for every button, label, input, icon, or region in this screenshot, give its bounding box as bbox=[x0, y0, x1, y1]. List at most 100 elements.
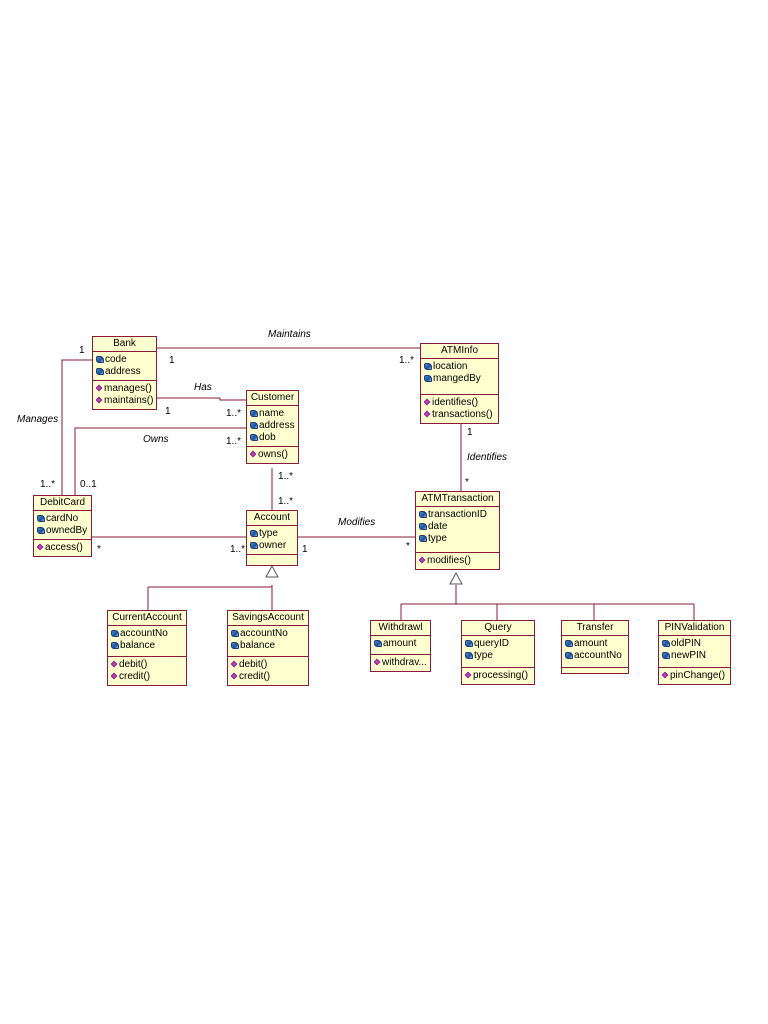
attribute-icon bbox=[565, 639, 573, 647]
class-name: Withdrawl bbox=[371, 621, 430, 636]
operations: pinChange() bbox=[659, 668, 730, 684]
operation-icon bbox=[662, 671, 669, 679]
attribute-icon bbox=[250, 529, 258, 537]
class-account[interactable]: Account type owner bbox=[246, 510, 298, 566]
attribute-icon bbox=[37, 514, 45, 522]
attributes: accountNo balance bbox=[228, 626, 308, 657]
multiplicity-bank-has: 1 bbox=[165, 406, 171, 417]
attribute-icon bbox=[465, 639, 473, 647]
operations: withdrav... bbox=[371, 655, 430, 671]
attribute-icon bbox=[250, 433, 258, 441]
class-name: Bank bbox=[93, 337, 156, 352]
attributes: queryID type bbox=[462, 636, 534, 668]
class-query[interactable]: Query queryID type processing() bbox=[461, 620, 535, 685]
operations: owns() bbox=[247, 447, 298, 463]
operations bbox=[247, 555, 297, 559]
manages-association bbox=[61, 359, 92, 495]
attributes: oldPIN newPIN bbox=[659, 636, 730, 668]
operations: debit() credit() bbox=[108, 657, 186, 685]
attributes: amount bbox=[371, 636, 430, 655]
class-atminfo[interactable]: ATMInfo location mangedBy identifies() t… bbox=[420, 343, 499, 424]
class-currentaccount[interactable]: CurrentAccount accountNo balance debit()… bbox=[107, 610, 187, 686]
operation-icon bbox=[231, 672, 238, 680]
attribute-icon bbox=[419, 534, 427, 542]
attribute-icon bbox=[250, 409, 258, 417]
class-transfer[interactable]: Transfer amount accountNo bbox=[561, 620, 629, 674]
multiplicity-customer-account: 1..* bbox=[278, 471, 294, 482]
operation-icon bbox=[465, 671, 472, 679]
class-customer[interactable]: Customer name address dob owns() bbox=[246, 390, 299, 464]
multiplicity-customer-has: 1..* bbox=[226, 408, 242, 419]
class-name: Account bbox=[247, 511, 297, 526]
operation-icon bbox=[250, 450, 257, 458]
class-name: Query bbox=[462, 621, 534, 636]
operation-icon bbox=[424, 398, 431, 406]
operation-icon bbox=[419, 556, 426, 564]
attribute-icon bbox=[374, 639, 382, 647]
attribute-icon bbox=[231, 629, 239, 637]
attribute-icon bbox=[465, 651, 473, 659]
attribute-icon bbox=[250, 421, 258, 429]
atmtransaction-inheritance-triangle bbox=[449, 571, 463, 585]
class-withdrawl[interactable]: Withdrawl amount withdrav... bbox=[370, 620, 431, 672]
attributes: code address bbox=[93, 352, 156, 381]
class-debitcard[interactable]: DebitCard cardNo ownedBy access() bbox=[33, 495, 92, 557]
attribute-icon bbox=[111, 641, 119, 649]
attribute-icon bbox=[662, 639, 670, 647]
operation-icon bbox=[111, 660, 118, 668]
operations bbox=[562, 668, 628, 672]
operations: debit() credit() bbox=[228, 657, 308, 685]
association-label-maintains: Maintains bbox=[268, 329, 311, 340]
association-label-identifies: Identifies bbox=[467, 452, 508, 463]
class-name: Customer bbox=[247, 391, 298, 406]
multiplicity-atminfo-identifies: 1 bbox=[467, 427, 473, 438]
attributes: location mangedBy bbox=[421, 359, 498, 395]
multiplicity-atmtransaction-modifies: * bbox=[406, 541, 410, 552]
operation-icon bbox=[231, 660, 238, 668]
class-bank[interactable]: Bank code address manages() maintains() bbox=[92, 336, 157, 410]
attribute-icon bbox=[419, 510, 427, 518]
class-atmtransaction[interactable]: ATMTransaction transactionID date type m… bbox=[415, 491, 500, 570]
attribute-icon bbox=[424, 374, 432, 382]
association-label-has: Has bbox=[194, 382, 212, 393]
attribute-icon bbox=[231, 641, 239, 649]
multiplicity-atminfo-maintains: 1..* bbox=[399, 355, 415, 366]
attributes: name address dob bbox=[247, 406, 298, 447]
multiplicity-customer-owns: 1..* bbox=[226, 436, 242, 447]
class-name: PINValidation bbox=[659, 621, 730, 636]
multiplicity-bank-manages: 1 bbox=[79, 345, 85, 356]
attribute-icon bbox=[565, 651, 573, 659]
multiplicity-debitcard-manages: 1..* bbox=[40, 479, 56, 490]
multiplicity-debitcard-account: * bbox=[97, 544, 101, 555]
multiplicity-account-modifies: 1 bbox=[302, 544, 308, 555]
operations: processing() bbox=[462, 668, 534, 684]
owns-association bbox=[74, 427, 246, 495]
multiplicity-atmtransaction-identifies: * bbox=[465, 477, 469, 488]
attribute-icon bbox=[96, 355, 104, 363]
operation-icon bbox=[96, 396, 103, 404]
operation-icon bbox=[374, 658, 381, 666]
class-pinvalidation[interactable]: PINValidation oldPIN newPIN pinChange() bbox=[658, 620, 731, 685]
class-name: CurrentAccount bbox=[108, 611, 186, 626]
class-savingsaccount[interactable]: SavingsAccount accountNo balance debit()… bbox=[227, 610, 309, 686]
association-label-manages: Manages bbox=[17, 414, 59, 425]
attributes: cardNo ownedBy bbox=[34, 511, 91, 540]
multiplicity-debitcard-owns: 0..1 bbox=[80, 479, 97, 490]
attributes: accountNo balance bbox=[108, 626, 186, 657]
operation-icon bbox=[96, 384, 103, 392]
attribute-icon bbox=[37, 526, 45, 534]
attribute-icon bbox=[250, 541, 258, 549]
operation-icon bbox=[37, 543, 44, 551]
attributes: type owner bbox=[247, 526, 297, 555]
class-name: Transfer bbox=[562, 621, 628, 636]
class-name: ATMTransaction bbox=[416, 492, 499, 507]
class-name: DebitCard bbox=[34, 496, 91, 511]
attribute-icon bbox=[96, 367, 104, 375]
attribute-icon bbox=[419, 522, 427, 530]
has-association bbox=[157, 397, 246, 401]
attributes: transactionID date type bbox=[416, 507, 499, 553]
attribute-icon bbox=[662, 651, 670, 659]
multiplicity-account-customer: 1..* bbox=[278, 496, 294, 507]
class-name: SavingsAccount bbox=[228, 611, 308, 626]
